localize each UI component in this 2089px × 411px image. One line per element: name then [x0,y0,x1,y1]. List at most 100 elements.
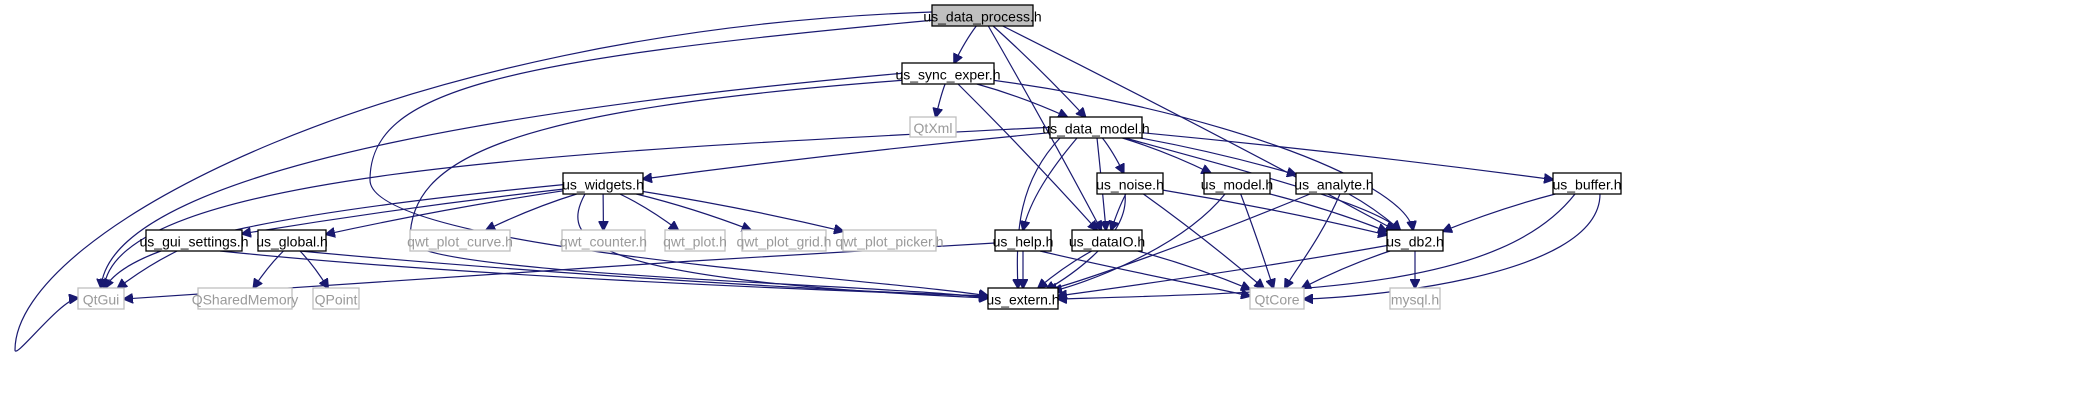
node-box [312,287,360,310]
node-us_dataio[interactable]: us_dataIO.h [1069,229,1145,252]
node-label: QtCore [1254,292,1299,308]
node-us_data_model[interactable]: us_data_model.h [1042,116,1150,139]
node-label: qwt_counter.h [560,234,647,250]
node-box [1071,229,1143,252]
node-label: us_model.h [1201,177,1273,193]
edge-us_help-to-qtcore [1039,250,1250,296]
node-qsharedmemory: QSharedMemory [192,287,298,310]
edge-us_noise-to-qtcore [1143,193,1263,288]
edge-us_buffer-to-us_db2 [1443,193,1556,231]
edge-us_global-to-qsharedmemory [254,250,284,288]
node-label: us_buffer.h [1552,177,1621,193]
node-us_extern[interactable]: us_extern.h [986,287,1060,310]
node-label: us_widgets.h [562,177,644,193]
edge-us_buffer-to-qtcore [1304,193,1601,299]
node-box [1295,172,1373,195]
node-box [561,229,646,252]
edge-us_noise-to-us_dataio [1111,193,1127,230]
edge-us_widgets-to-us_gui_settings [242,188,564,234]
node-label: us_dataIO.h [1069,234,1145,250]
edge-us_data_model-to-us_buffer [1141,132,1553,180]
node-box [1552,172,1622,195]
node-label: us_analyte.h [1294,177,1373,193]
edge-us_data_process-to-qtgui [14,11,933,352]
node-qwt_plot_curve: qwt_plot_curve.h [407,229,513,252]
edge-us_db2-to-qtcore [1302,250,1391,288]
node-label: qwt_plot_curve.h [407,234,513,250]
edge-us_data_model-to-us_analyte [1140,137,1296,175]
edge-us_data_model-to-us_widgets [643,132,1051,179]
edge-us_sync_exper-to-us_data_model [976,83,1067,117]
node-box [1203,172,1271,195]
edge-us_data_process-to-us_data_model [992,25,1085,117]
node-us_global[interactable]: us_global.h [256,229,328,252]
node-box [409,229,511,252]
edge-us_data_model-to-qtgui [104,126,1056,288]
edge-us_analyte-to-us_extern [1048,193,1311,290]
edge-us_widgets-to-qwt_plot_curve [486,193,577,230]
edge-us_noise-to-us_db2 [1162,189,1387,235]
edge-us_model-to-us_extern [1053,193,1226,291]
node-label: qwt_plot.h [663,234,727,250]
node-qwt_plot_picker: qwt_plot_picker.h [835,229,944,252]
node-box [664,229,726,252]
edge-us_data_process-to-us_sync_exper [954,25,977,63]
edge-us_sync_exper-to-us_dataio [957,83,1097,230]
edge-us_data_process-to-us_dataio [987,25,1101,230]
edge-us_data_model-to-us_help [1023,137,1078,230]
node-qtxml: QtXml [909,116,957,138]
node-label: us_data_process.h [923,9,1041,25]
edge-us_model-to-us_db2 [1269,193,1387,232]
node-us_analyte[interactable]: us_analyte.h [1294,172,1374,195]
node-label: us_global.h [256,234,328,250]
edge-us_widgets-to-qwt_plot_grid [636,193,750,230]
node-box [901,62,995,85]
node-label: qwt_plot_picker.h [835,234,943,250]
node-box [77,287,125,310]
node-label: mysql.h [1391,292,1439,308]
node-us_gui_settings[interactable]: us_gui_settings.h [140,229,249,252]
node-box [741,229,827,252]
node-box [562,172,644,195]
edge-us_sync_exper-to-qtgui [101,72,906,288]
node-us_buffer[interactable]: us_buffer.h [1552,172,1622,195]
edge-us_widgets-to-qwt_plot_picker [642,190,843,232]
edge-us_model-to-qtcore [1240,193,1274,288]
node-us_sync_exper[interactable]: us_sync_exper.h [895,62,1001,85]
node-qwt_plot: qwt_plot.h [663,229,727,252]
edge-us_gui_settings-to-qtgui [118,250,178,288]
node-box [1386,229,1444,252]
edge-us_widgets-to-us_global [326,190,564,235]
node-label: us_help.h [993,234,1054,250]
node-us_data_process[interactable]: us_data_process.h [923,4,1042,27]
node-us_model[interactable]: us_model.h [1201,172,1273,195]
node-box [1049,116,1143,139]
node-box [1249,287,1305,310]
edge-us_dataio-to-qtcore [1137,250,1250,289]
node-label: QtXml [914,120,953,136]
node-label: qwt_plot_grid.h [737,234,832,250]
node-box [994,229,1052,252]
edge-us_widgets-to-qwt_plot [619,193,678,230]
node-qtcore: QtCore [1249,287,1305,310]
node-us_widgets[interactable]: us_widgets.h [562,172,644,195]
node-us_help[interactable]: us_help.h [993,229,1054,252]
edge-us_analyte-to-qtcore [1285,193,1341,288]
node-box [1389,287,1441,310]
edge-us_data_model-to-us_extern [1017,137,1061,288]
node-box [842,229,937,252]
edge-us_db2-to-us_extern [1058,244,1391,296]
node-us_db2[interactable]: us_db2.h [1386,229,1444,252]
edge-us_data_model-to-us_model [1122,137,1210,173]
node-qwt_counter: qwt_counter.h [560,229,647,252]
edge-us_sync_exper-to-qtxml [936,83,946,117]
edge-us_global-to-qpoint [299,250,328,288]
node-label: us_gui_settings.h [140,234,249,250]
node-us_noise[interactable]: us_noise.h [1096,172,1164,195]
node-box [987,287,1059,310]
node-box [197,287,293,310]
node-box [257,229,327,252]
node-label: us_sync_exper.h [895,67,1000,83]
